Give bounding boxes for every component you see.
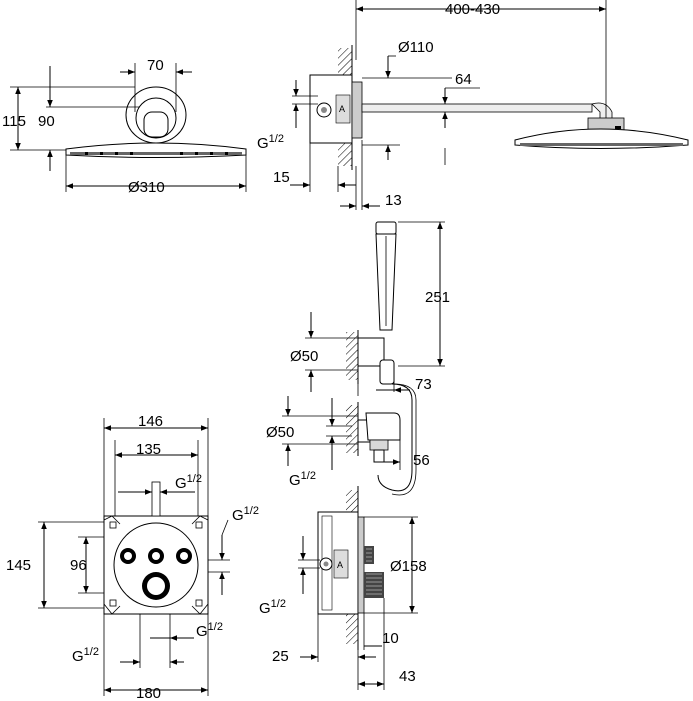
dim-145: 145 [6,557,31,574]
dim-56: 56 [413,452,430,469]
dim-d110: Ø110 [398,39,434,56]
shower-arm [361,103,593,113]
dim-right-thread: G1/2 [232,505,259,524]
dim-180: 180 [136,685,161,701]
dim-90: 90 [38,113,55,130]
dim-outlet-d50: Ø50 [266,424,294,441]
dim-96: 96 [70,557,87,574]
dim-64: 64 [455,71,472,88]
dim-25: 25 [272,648,289,665]
dim-bottom-thread: G1/2 [196,621,223,640]
dim-head-thread: G1/2 [257,133,284,152]
svg-text:A: A [337,560,343,570]
dim-outlet-thread: G1/2 [289,470,316,489]
valve-front-view: 146 135 G1/2 G1/2 145 96 G1/2 G1/2 [6,413,259,701]
dim-left-thread: G1/2 [72,646,99,665]
trim-plate [113,522,199,608]
dim-251: 251 [425,289,450,306]
svg-text:A: A [339,104,345,114]
holder [357,337,385,367]
dim-valve-thread: G1/2 [259,598,286,617]
dim-70: 70 [147,57,164,74]
dim-10: 10 [382,630,399,647]
valve-side-view: A Ø158 G1/2 25 10 43 [259,486,427,690]
dim-135: 135 [136,441,161,458]
dim-310: Ø310 [128,179,165,196]
dim-146: 146 [138,413,163,430]
head-shower-disc [65,142,247,158]
dim-top-thread: G1/2 [175,473,202,492]
wall-outlet [365,412,401,441]
hand-shower-view: 251 Ø50 73 Ø50 G1/2 56 [266,221,450,496]
dim-13: 13 [385,192,402,209]
dim-15: 15 [273,169,290,186]
dim-d158: Ø158 [390,558,427,575]
dim-73: 73 [415,376,432,393]
dim-43: 43 [399,668,416,685]
dim-400-430: 400-430 [445,1,500,18]
head-shower-front-view: 70 115 90 Ø310 [2,57,247,196]
dim-holder-d50: Ø50 [290,348,318,365]
dim-115: 115 [2,113,26,130]
head-shower-side-view: A 400-430 Ø110 64 G1/2 [257,0,689,210]
